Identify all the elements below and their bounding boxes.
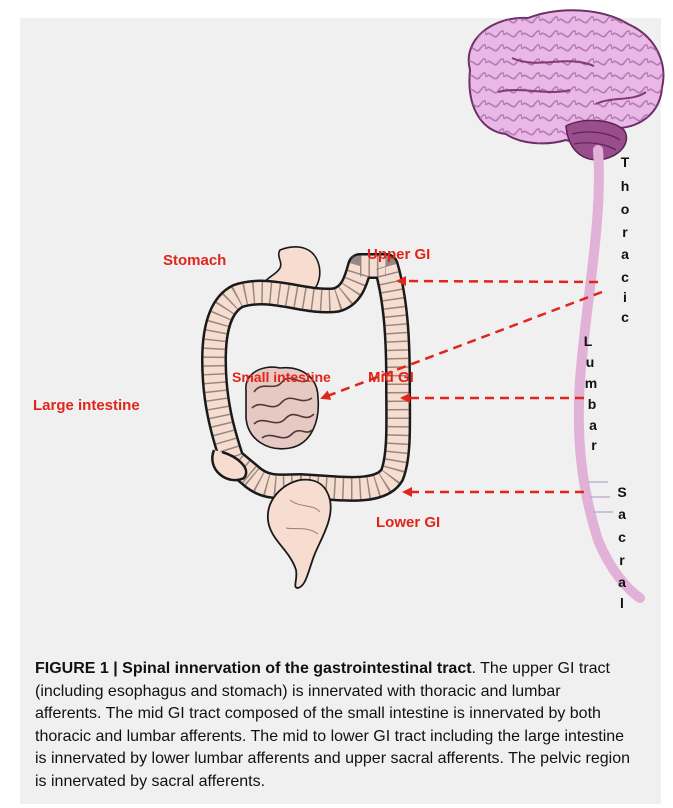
caption-body: . The upper GI tract (including esophagu… <box>35 660 630 790</box>
svg-text:b: b <box>588 396 597 412</box>
svg-text:T: T <box>621 154 630 170</box>
spine-label-thoracic: T h o r a c i c <box>621 154 630 325</box>
svg-text:o: o <box>621 201 630 217</box>
svg-text:l: l <box>620 595 624 611</box>
svg-text:a: a <box>621 246 629 262</box>
rectum <box>268 480 331 588</box>
svg-text:r: r <box>619 552 625 568</box>
arrow-upper-gi <box>398 281 598 282</box>
label-large-intestine: Large intestine <box>33 397 140 414</box>
label-stomach: Stomach <box>163 252 226 269</box>
svg-text:a: a <box>589 417 597 433</box>
svg-text:L: L <box>584 333 593 349</box>
arrow-small-intestine <box>322 292 602 398</box>
innervation-arrows <box>322 281 602 492</box>
label-upper-gi: Upper GI <box>367 246 430 263</box>
gi-innervation-diagram: T h o r a c i c L u m b a r S a c r a l <box>0 0 673 650</box>
label-mid-gi: Mid GI <box>368 369 414 386</box>
svg-text:c: c <box>621 269 629 285</box>
spinal-cord <box>579 150 640 598</box>
svg-text:r: r <box>622 224 628 240</box>
svg-text:c: c <box>621 309 629 325</box>
svg-text:r: r <box>591 437 597 453</box>
label-lower-gi: Lower GI <box>376 514 440 531</box>
svg-text:c: c <box>618 529 626 545</box>
svg-text:h: h <box>621 178 630 194</box>
svg-text:S: S <box>617 484 626 500</box>
svg-text:a: a <box>618 574 626 590</box>
svg-text:m: m <box>585 375 597 391</box>
label-small-intestine: Small intestine <box>232 369 331 385</box>
svg-text:a: a <box>618 506 626 522</box>
caption-heading: FIGURE 1 | Spinal innervation of the gas… <box>35 660 472 677</box>
figure-caption: FIGURE 1 | Spinal innervation of the gas… <box>35 658 631 793</box>
brain-illustration <box>469 10 664 160</box>
svg-text:i: i <box>623 289 627 305</box>
svg-text:u: u <box>586 354 595 370</box>
